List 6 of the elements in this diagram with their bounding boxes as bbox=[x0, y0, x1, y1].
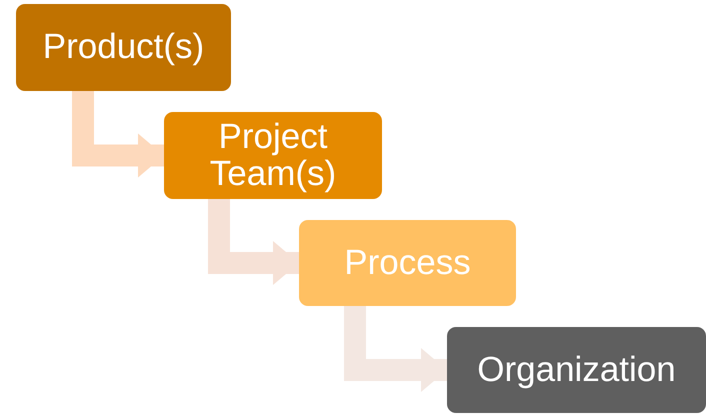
process-box: Organization bbox=[447, 327, 706, 413]
bent-arrow bbox=[208, 199, 299, 285]
process-box: Process bbox=[299, 220, 516, 306]
process-box: Project Team(s) bbox=[164, 112, 382, 199]
bent-arrow bbox=[344, 306, 447, 392]
process-box: Product(s) bbox=[16, 4, 231, 91]
